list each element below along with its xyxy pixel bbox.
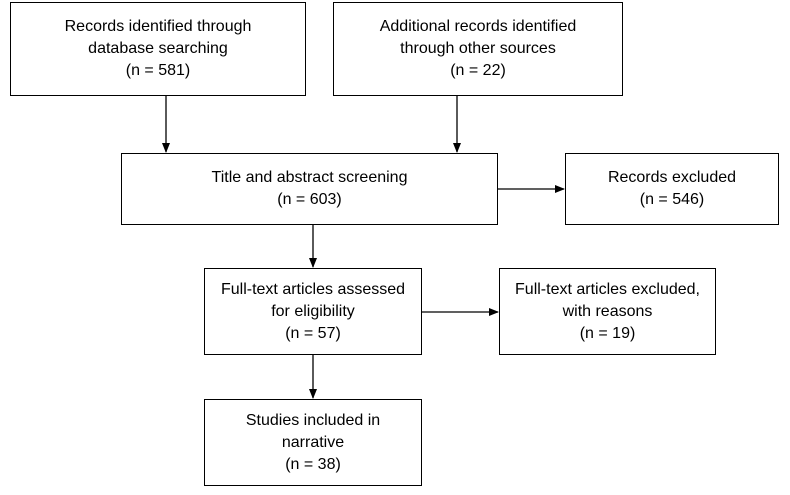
box-count: (n = 19) <box>579 324 636 342</box>
box-text-line: Records identified through <box>64 18 252 35</box>
box-text-line: narrative <box>281 433 345 451</box>
records-identified-database-box: Records identified through database sear… <box>10 2 306 96</box>
records-excluded-box: Records excluded (n = 546) <box>565 153 779 225</box>
box-count: (n = 57) <box>285 324 341 342</box>
box-text-line: Studies included in <box>245 411 381 429</box>
box-count: (n = 603) <box>277 191 342 208</box>
box-text-line: Records excluded <box>607 169 737 186</box>
box-text-line: Additional records identified <box>379 18 577 35</box>
studies-included-box: Studies included in narrative (n = 38) <box>204 399 422 486</box>
box-text-line: database searching <box>88 40 228 57</box>
box-text-line: Full-text articles excluded, <box>515 280 700 298</box>
fulltext-excluded-box: Full-text articles excluded, with reason… <box>499 268 716 355</box>
box-count: (n = 22) <box>450 62 506 79</box>
title-abstract-screening-box: Title and abstract screening (n = 603) <box>121 153 498 225</box>
box-count: (n = 546) <box>639 191 705 208</box>
box-count: (n = 38) <box>285 455 341 473</box>
fulltext-assessed-box: Full-text articles assessed for eligibil… <box>204 268 422 355</box>
box-count: (n = 581) <box>125 62 191 79</box>
box-text-line: through other sources <box>400 40 556 57</box>
box-text-line: Title and abstract screening <box>211 169 408 186</box>
additional-records-box: Additional records identified through ot… <box>333 2 623 96</box>
box-text-line: Full-text articles assessed <box>220 280 406 298</box>
box-text-line: with reasons <box>562 302 653 320</box>
box-text-line: for eligibility <box>271 302 355 320</box>
